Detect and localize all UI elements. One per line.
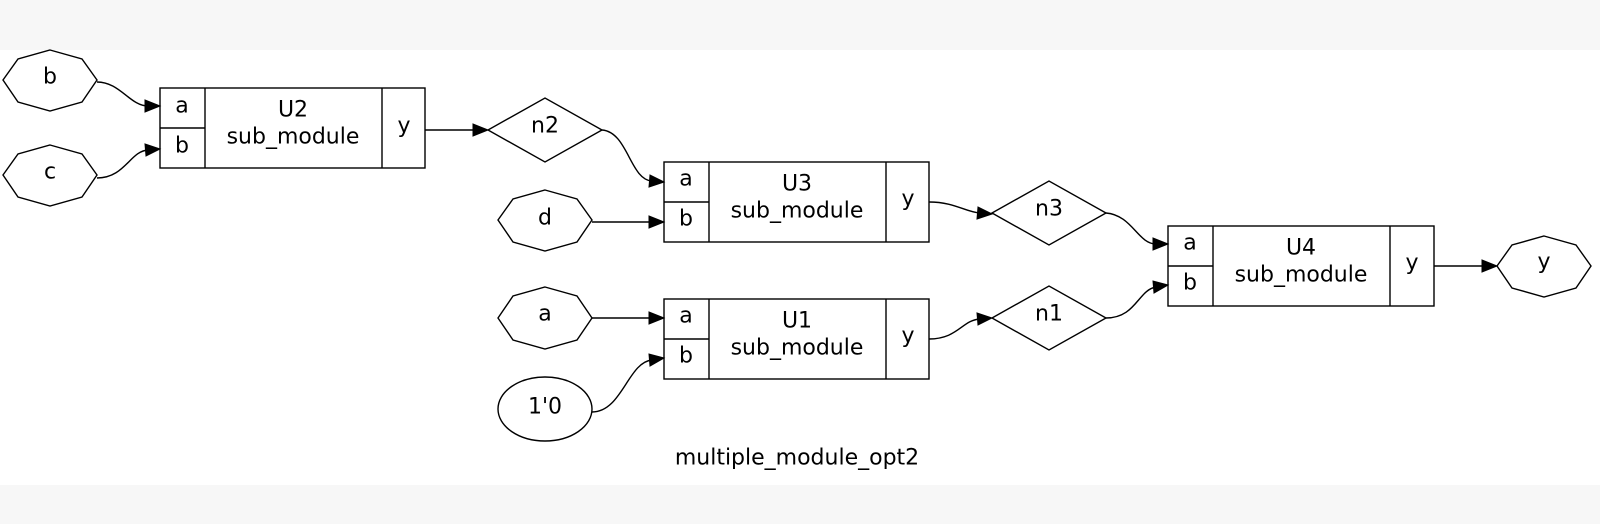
edge-const-to-u1b (591, 353, 666, 413)
cell-u4-port-y: y (1405, 251, 1418, 276)
port-b-label: b (43, 65, 57, 90)
wire-n2: n2 (486, 97, 604, 163)
cell-u2-port-b: b (175, 134, 189, 159)
cell-u1-port-a: a (679, 304, 692, 329)
edge-b-to-u2a (96, 81, 162, 113)
cell-u1-name: U1 (782, 309, 812, 334)
port-a-label: a (538, 302, 551, 327)
cell-u3-type: sub_module (731, 199, 864, 224)
cell-u3-port-a: a (679, 167, 692, 192)
cell-u2: a b U2 sub_module y (159, 87, 426, 169)
cell-u3-name: U3 (782, 172, 812, 197)
edge-n3-to-u4a (1105, 212, 1170, 251)
edge-d-to-u3b (592, 215, 666, 229)
port-a: a (497, 286, 593, 350)
cell-u3: a b U3 sub_module y (663, 161, 930, 243)
cell-u2-port-a: a (175, 94, 188, 119)
cell-u4-name: U4 (1286, 236, 1316, 261)
port-c: c (2, 144, 98, 207)
constant-node: 1'0 (497, 376, 593, 442)
cell-u1-type: sub_module (731, 336, 864, 361)
constant-label: 1'0 (528, 395, 562, 420)
port-b: b (2, 49, 98, 112)
port-y: y (1496, 235, 1592, 298)
port-c-label: c (44, 160, 56, 185)
cell-u2-type: sub_module (227, 125, 360, 150)
edge-u3-to-n3 (928, 201, 994, 220)
cell-u1: a b U1 sub_module y (663, 298, 930, 380)
port-d-label: d (538, 206, 552, 231)
wire-n3: n3 (990, 180, 1108, 246)
cell-u4-port-b: b (1183, 271, 1197, 296)
edge-n2-to-u3a (601, 129, 666, 188)
cell-u1-port-b: b (679, 344, 693, 369)
cell-u4-port-a: a (1183, 231, 1196, 256)
cell-u1-port-y: y (901, 324, 914, 349)
cell-u2-name: U2 (278, 98, 308, 123)
edge-u1-to-n1 (928, 312, 994, 340)
edge-c-to-u2b (96, 143, 162, 179)
cell-u3-port-y: y (901, 187, 914, 212)
cell-u2-port-y: y (397, 114, 410, 139)
port-y-label: y (1537, 250, 1550, 275)
cell-u3-port-b: b (679, 207, 693, 232)
port-d: d (497, 189, 593, 252)
edge-u2-to-n2 (425, 123, 490, 137)
wire-n1: n1 (990, 285, 1108, 351)
wire-n1-label: n1 (1035, 302, 1063, 327)
cell-u4-type: sub_module (1235, 263, 1368, 288)
wire-n3-label: n3 (1035, 197, 1063, 222)
diagram-title: multiple_module_opt2 (675, 446, 919, 471)
edge-n1-to-u4b (1105, 280, 1170, 319)
cell-u4: a b U4 sub_module y (1167, 225, 1435, 307)
wire-n2-label: n2 (531, 114, 559, 139)
edge-a-to-u1a (592, 311, 666, 325)
edge-u4-to-y (1434, 259, 1499, 273)
